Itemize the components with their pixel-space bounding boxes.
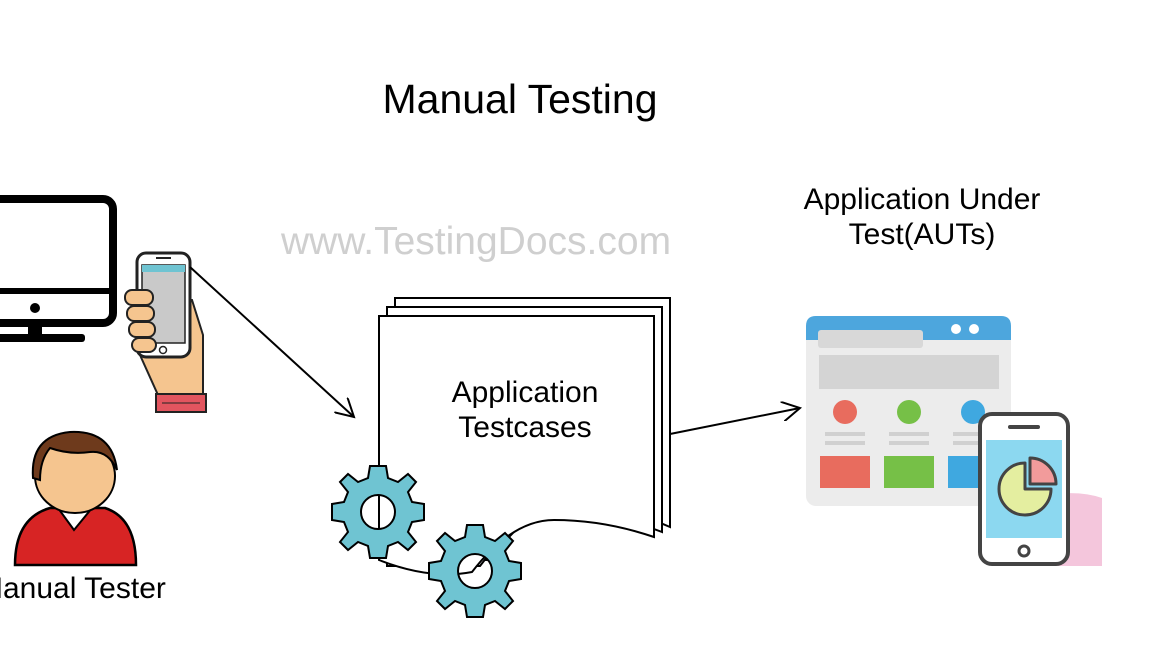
testcases-label: Application Testcases <box>415 376 635 445</box>
diagram-title: Manual Testing <box>382 76 658 122</box>
monitor-icon <box>0 195 117 342</box>
document-stack-icon <box>378 297 671 576</box>
aut-label-line2: Test(AUTs) <box>848 217 996 251</box>
browser-window-icon <box>806 316 1011 506</box>
phone-in-hand-icon <box>124 251 207 413</box>
tester-label: Manual Tester <box>0 572 166 605</box>
watermark-text: www.TestingDocs.com <box>280 220 672 263</box>
testcases-label-line2: Testcases <box>458 410 592 444</box>
aut-label-line1: Application Under <box>803 183 1041 216</box>
smartphone-chart-icon <box>978 412 1070 566</box>
arrow-testcases-to-aut <box>669 408 800 435</box>
gear-icon <box>331 465 425 559</box>
gear-icon <box>428 524 522 618</box>
person-avatar-icon <box>13 430 138 567</box>
aut-label: Application Under Test(AUTs) <box>772 183 1072 252</box>
arrow-tester-to-testcases <box>189 266 354 417</box>
testcases-label-line1: Application <box>451 376 599 409</box>
